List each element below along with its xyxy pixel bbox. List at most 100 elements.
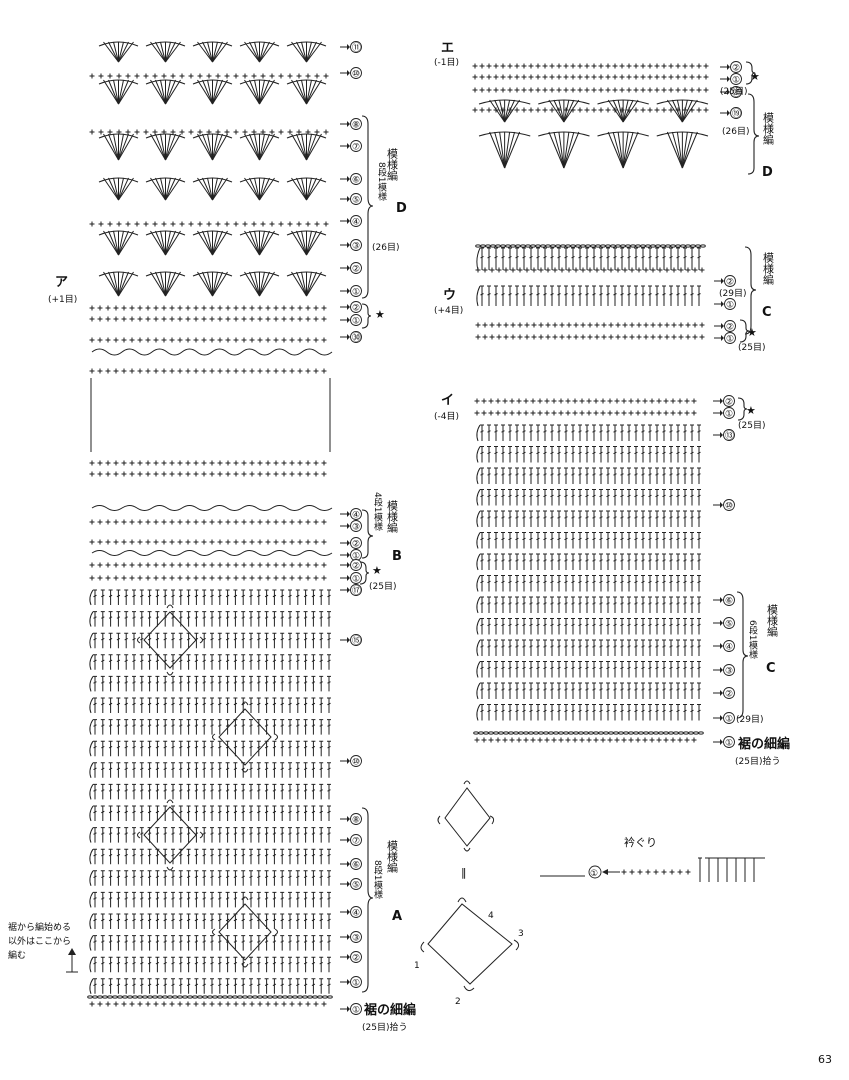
- row-labels: ⑪⑩⑧⑦⑥⑤④③②①②①㉚④③②①②①⑰⑮⑩⑧⑦⑥⑤④③②①①②①⑳⑲②①②①②…: [340, 41, 742, 1016]
- stitch-decorations: [137, 604, 278, 968]
- svg-text:⑦: ⑦: [352, 143, 360, 153]
- sc-row: [89, 221, 329, 227]
- chain-row: [473, 731, 704, 735]
- neckline-label: 衿ぐり: [624, 835, 657, 849]
- row-label: ⑮: [340, 634, 362, 647]
- sc-row: [89, 460, 327, 466]
- svg-text:④: ④: [352, 511, 360, 521]
- svg-text:①: ①: [725, 739, 733, 749]
- svg-text:⑥: ⑥: [725, 597, 733, 607]
- row-label: ⑧: [340, 813, 362, 826]
- row-label: ①: [340, 285, 362, 298]
- row-label: ⑰: [340, 584, 362, 597]
- row-label: ⑲: [720, 107, 742, 120]
- sc-row: [89, 368, 327, 374]
- svg-text:②: ②: [732, 64, 740, 74]
- pattern-c-title-i: 模様編: [766, 604, 779, 637]
- wave-row: [91, 505, 333, 511]
- row-label: ②: [714, 320, 736, 333]
- dc-row: [89, 719, 331, 735]
- dc-row: [89, 632, 331, 649]
- pattern-b-letter: B: [392, 549, 402, 564]
- row-label: ④: [340, 508, 362, 521]
- svg-text:③: ③: [352, 242, 360, 252]
- pattern-c-title-u: 模様編: [762, 252, 775, 285]
- svg-text:⑤: ⑤: [352, 196, 360, 206]
- fan-row: [98, 133, 327, 161]
- sc-row: [89, 562, 327, 568]
- row-label: ④: [340, 215, 362, 228]
- row-label: ⑤: [340, 878, 362, 891]
- motif: [143, 806, 197, 864]
- dc-row: [89, 589, 331, 606]
- svg-text:②: ②: [725, 690, 733, 700]
- pattern-a-letter: A: [392, 909, 402, 924]
- dc-row: [89, 805, 331, 822]
- sc-row: [474, 398, 697, 404]
- motif: [218, 708, 272, 766]
- svg-text:㉚: ㉚: [352, 333, 361, 344]
- neckline-stitches: [621, 857, 756, 882]
- fan-row: [98, 79, 327, 105]
- svg-text:⑲: ⑲: [732, 109, 741, 120]
- row-label: ⑤: [340, 193, 362, 206]
- dc-row: [89, 848, 331, 865]
- row-label: ②: [340, 262, 362, 275]
- section-u-count: (+4目): [434, 305, 463, 316]
- svg-text:⑤: ⑤: [725, 620, 733, 630]
- sc-row: [472, 107, 709, 113]
- dc-row: [476, 682, 701, 700]
- section-i-count: (-4目): [434, 411, 459, 422]
- svg-text:⑩: ⑩: [352, 758, 360, 768]
- pattern-b-repeat: 4段1模様: [372, 492, 383, 530]
- stitches-25-i: (25目): [738, 420, 765, 431]
- svg-text:②: ②: [726, 323, 734, 333]
- star-left-top: ★: [375, 308, 385, 321]
- svg-text:①: ①: [725, 410, 733, 420]
- row-label: ④: [340, 906, 362, 919]
- note-line-1: 裾から編始める: [8, 921, 71, 933]
- section-u-name: ウ: [443, 288, 456, 303]
- neckline-diagram: ①: [540, 857, 765, 879]
- sc-row: [89, 1001, 327, 1007]
- row-label: ㉚: [340, 331, 362, 344]
- neck-row-num: ①: [590, 869, 598, 879]
- stitches-29-u: (29目): [719, 288, 746, 299]
- row-label: ①: [714, 298, 736, 311]
- sc-row: [89, 471, 327, 477]
- row-label: ③: [340, 239, 362, 252]
- sc-row: [472, 74, 709, 80]
- dc-row: [476, 489, 701, 506]
- row-label: ②: [340, 537, 362, 550]
- pattern-c-repeat-i: 6段1模様: [747, 620, 758, 658]
- row-label: ⑦: [340, 140, 362, 153]
- row-label: ②: [713, 395, 735, 408]
- sc-row: [475, 267, 705, 273]
- sc-row: [472, 63, 709, 69]
- row-label: ⑥: [340, 173, 362, 186]
- pattern-d-title-right: 模様編: [762, 112, 775, 145]
- motif-diagram: ‖ 1 2 3 4: [414, 780, 524, 1007]
- chain-row: [475, 244, 706, 248]
- dc-row: [89, 675, 331, 692]
- motif-step-3: 3: [518, 929, 524, 939]
- star-left-mid: ★: [372, 564, 382, 577]
- pattern-b-title: 模様編: [386, 500, 399, 533]
- dc-row: [476, 532, 701, 549]
- dc-row: [89, 762, 331, 778]
- sc-row: [89, 575, 327, 581]
- sc-row: [89, 539, 327, 545]
- stitches-25-e: (25目): [720, 86, 747, 97]
- svg-text:④: ④: [352, 909, 360, 919]
- svg-text:⑩: ⑩: [352, 70, 360, 80]
- stitches-26-left: (26目): [372, 242, 399, 253]
- row-label: ①: [713, 407, 735, 420]
- svg-text:⑧: ⑧: [352, 121, 360, 131]
- motif: [218, 903, 272, 961]
- svg-text:⑪: ⑪: [352, 43, 361, 54]
- svg-text:③: ③: [352, 523, 360, 533]
- dc-row: [476, 553, 701, 571]
- star-i: ★: [746, 404, 756, 417]
- row-label: ⑩: [340, 67, 362, 80]
